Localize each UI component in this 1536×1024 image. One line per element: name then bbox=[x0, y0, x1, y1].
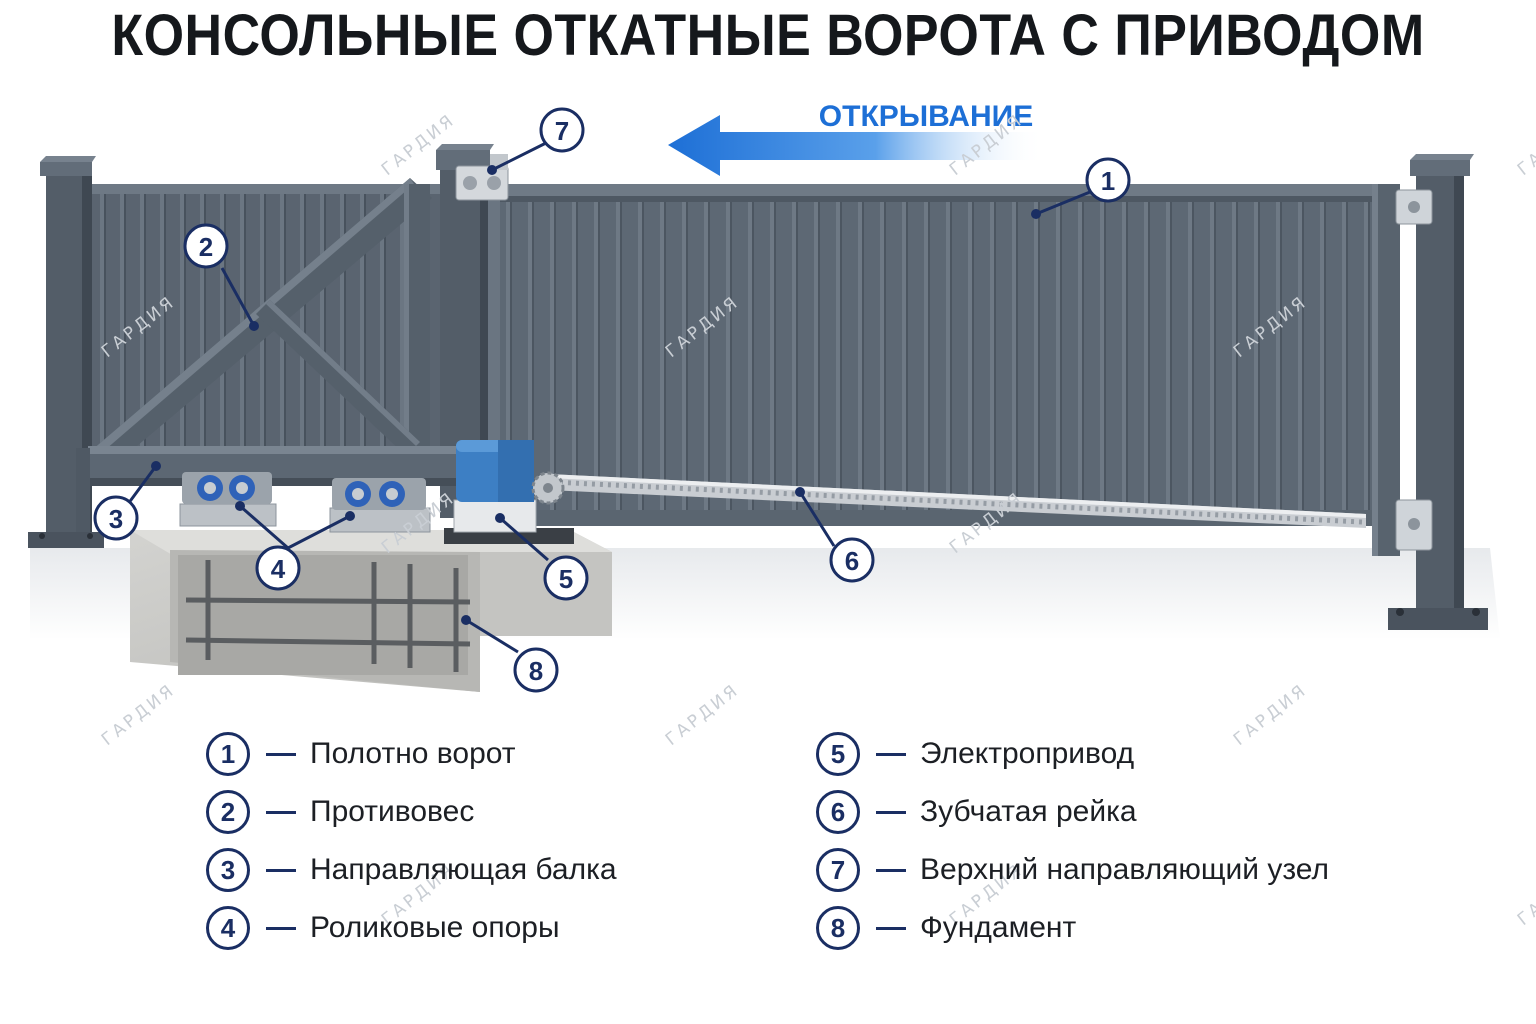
gate-leaf bbox=[488, 184, 1400, 556]
legend-item: 4 Роликовые опоры bbox=[206, 904, 560, 952]
svg-text:1: 1 bbox=[1101, 166, 1115, 196]
callout-8: 8 bbox=[513, 647, 559, 693]
legend-label: Фундамент bbox=[920, 911, 1077, 944]
legend-number: 5 bbox=[816, 732, 860, 776]
legend-label: Направляющая балка bbox=[310, 853, 617, 886]
legend-dash bbox=[876, 810, 906, 814]
foundation bbox=[130, 530, 612, 692]
roller-supports bbox=[179, 472, 431, 533]
gear-rack bbox=[548, 474, 1366, 528]
leader-dots bbox=[151, 165, 1041, 625]
legend-number: 2 bbox=[206, 790, 250, 834]
legend-item: 2 Противовес bbox=[206, 788, 474, 836]
svg-text:5: 5 bbox=[559, 564, 573, 594]
legend-number: 8 bbox=[816, 906, 860, 950]
leader-lines bbox=[126, 140, 1091, 654]
legend-item: 3 Направляющая балка bbox=[206, 846, 617, 894]
left-post bbox=[28, 156, 104, 548]
svg-text:2: 2 bbox=[199, 232, 213, 262]
legend-label: Верхний направляющий узел bbox=[920, 853, 1329, 886]
svg-text:4: 4 bbox=[271, 554, 286, 584]
legend-label: Полотно ворот bbox=[310, 737, 516, 770]
legend-dash bbox=[266, 752, 296, 756]
electric-drive bbox=[444, 440, 574, 544]
callout-3: 3 bbox=[93, 495, 139, 541]
legend-label: Электропривод bbox=[920, 737, 1135, 770]
roller-support-right bbox=[329, 478, 431, 533]
legend-dash bbox=[876, 926, 906, 930]
legend-item: 5 Электропривод bbox=[816, 730, 1134, 778]
svg-text:6: 6 bbox=[845, 546, 859, 576]
svg-text:8: 8 bbox=[529, 656, 543, 686]
svg-text:3: 3 bbox=[109, 504, 123, 534]
svg-text:7: 7 bbox=[555, 116, 569, 146]
roller-support-left bbox=[179, 472, 277, 527]
legend-item: 8 Фундамент bbox=[816, 904, 1076, 952]
callout-4: 4 bbox=[255, 545, 301, 591]
opening-direction-arrow bbox=[668, 115, 1045, 176]
callout-5: 5 bbox=[543, 555, 589, 601]
legend-label: Зубчатая рейка bbox=[920, 795, 1137, 828]
callout-6: 6 bbox=[829, 537, 875, 583]
legend-label: Роликовые опоры bbox=[310, 911, 560, 944]
legend-dash bbox=[876, 868, 906, 872]
legend-label: Противовес bbox=[310, 795, 475, 828]
legend-number: 4 bbox=[206, 906, 250, 950]
legend-item: 7 Верхний направляющий узел bbox=[816, 846, 1329, 894]
legend-number: 6 bbox=[816, 790, 860, 834]
legend-number: 7 bbox=[816, 848, 860, 892]
legend-number: 3 bbox=[206, 848, 250, 892]
callout-7: 7 bbox=[539, 107, 585, 153]
page-title: КОНСОЛЬНЫЕ ОТКАТНЫЕ ВОРОТА С ПРИВОДОМ bbox=[111, 3, 1425, 69]
callout-1: 1 bbox=[1085, 157, 1131, 203]
counterweight-section bbox=[92, 144, 494, 518]
legend-item: 6 Зубчатая рейка bbox=[816, 788, 1137, 836]
legend-number: 1 bbox=[206, 732, 250, 776]
top-guide-node bbox=[455, 154, 509, 201]
legend-dash bbox=[266, 810, 296, 814]
legend-dash bbox=[876, 752, 906, 756]
opening-direction-label: ОТКРЫВАНИЕ bbox=[819, 100, 1033, 133]
right-post bbox=[1388, 154, 1488, 630]
legend-dash bbox=[266, 926, 296, 930]
legend-dash bbox=[266, 868, 296, 872]
callout-2: 2 bbox=[183, 223, 229, 269]
legend-item: 1 Полотно ворот bbox=[206, 730, 516, 778]
